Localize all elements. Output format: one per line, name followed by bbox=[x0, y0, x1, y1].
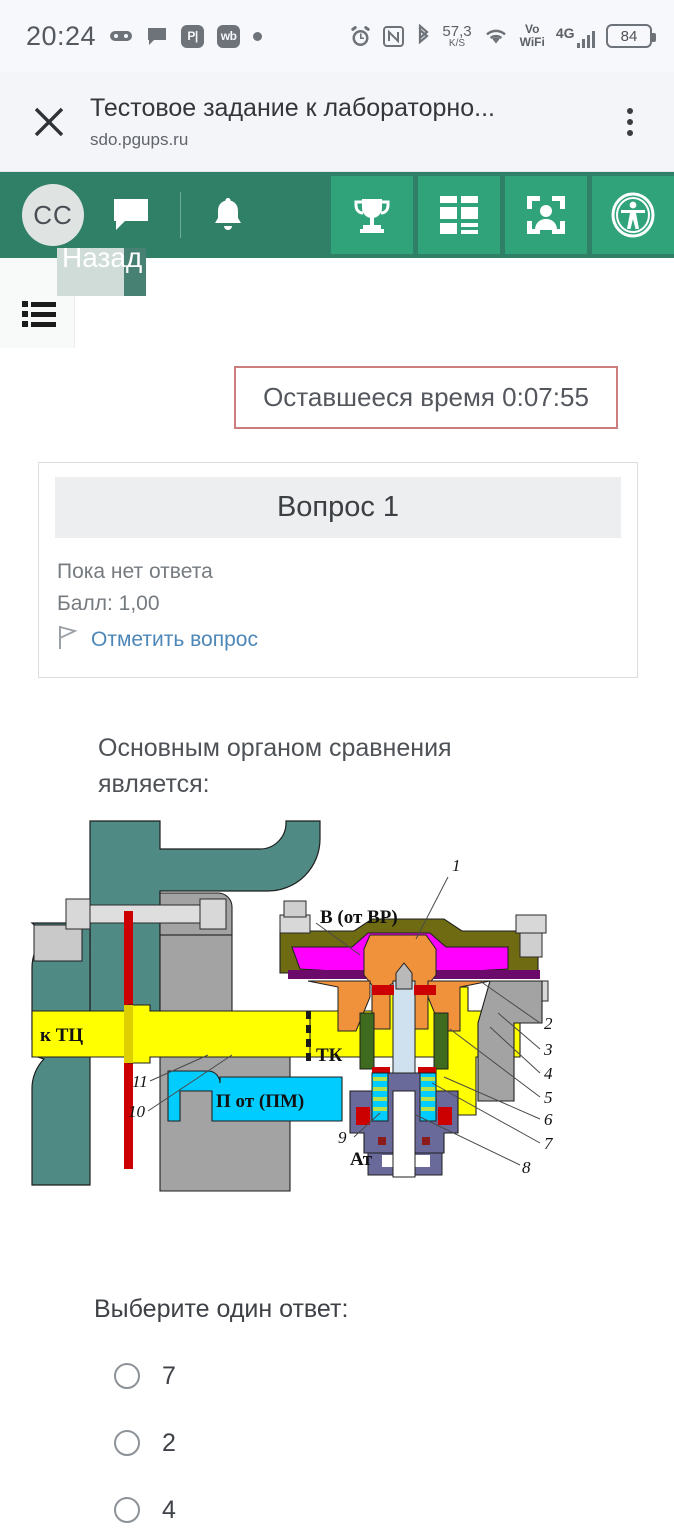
trophy-icon bbox=[354, 199, 390, 233]
network-speed-value: 57,3 bbox=[442, 22, 472, 40]
dashboard-button[interactable] bbox=[418, 176, 500, 254]
flag-question-row[interactable]: Отметить вопрос bbox=[57, 624, 619, 655]
bluetooth-icon bbox=[415, 24, 431, 48]
question-status: Пока нет ответа bbox=[57, 560, 213, 583]
svg-text:к ТЦ: к ТЦ bbox=[40, 1025, 83, 1046]
quiz-timer: Оставшееся время 0:07:55 bbox=[234, 366, 618, 429]
status-bar-right: 57,3 K/S Vo WiFi 4G 84 bbox=[349, 23, 656, 49]
figure-callout-6: 6 bbox=[544, 1110, 553, 1129]
question-score: Балл: 1,00 bbox=[57, 592, 160, 615]
app-wb-icon: wb bbox=[217, 24, 241, 48]
answer-option-1[interactable]: 7 bbox=[94, 1362, 654, 1391]
avatar[interactable]: СС bbox=[22, 184, 84, 246]
quiz-area: Оставшееся время 0:07:55 Вопрос 1 Пока н… bbox=[0, 366, 674, 1525]
nfc-icon bbox=[383, 25, 405, 47]
status-bar-left: 20:24 P| wb bbox=[26, 20, 263, 52]
vowifi-line2: WiFi bbox=[519, 35, 545, 49]
accessibility-button[interactable] bbox=[592, 176, 674, 254]
flag-question-link[interactable]: Отметить вопрос bbox=[91, 627, 258, 651]
figure-callout-10: 10 bbox=[128, 1102, 146, 1121]
wifi-icon bbox=[483, 26, 509, 46]
page-title: Тестовое задание к лабораторно... bbox=[90, 93, 495, 122]
signal-bars bbox=[576, 29, 595, 48]
back-strip: Назад bbox=[0, 242, 674, 348]
answer-option-3[interactable]: 4 bbox=[94, 1496, 654, 1525]
radio-button[interactable] bbox=[114, 1363, 140, 1389]
radio-button[interactable] bbox=[114, 1430, 140, 1456]
figure-callout-9: 9 bbox=[338, 1128, 347, 1147]
svg-text:ТК: ТК bbox=[316, 1045, 343, 1066]
answer-option-2[interactable]: 2 bbox=[94, 1429, 654, 1458]
network-type-label: 4G bbox=[555, 24, 575, 41]
close-icon[interactable] bbox=[24, 97, 74, 147]
page-url: sdo.pgups.ru bbox=[90, 130, 189, 150]
profile-frame-button[interactable] bbox=[505, 176, 587, 254]
browser-title-wrap: Тестовое задание к лабораторно... sdo.pg… bbox=[74, 93, 606, 150]
question-card: Вопрос 1 Пока нет ответа Балл: 1,00 Отме… bbox=[38, 462, 638, 678]
battery-level: 84 bbox=[620, 27, 638, 45]
question-header: Вопрос 1 bbox=[55, 477, 621, 538]
site-navbar: СС bbox=[0, 172, 674, 258]
vowifi-line1: Vo bbox=[524, 22, 540, 37]
back-button-bg-dark[interactable] bbox=[124, 248, 146, 296]
battery-icon: 84 bbox=[606, 24, 656, 48]
figure-callout-1: 1 bbox=[452, 856, 461, 875]
game-controller-icon bbox=[109, 28, 133, 44]
accessibility-icon bbox=[611, 192, 655, 238]
figure-callout-2: 2 bbox=[544, 1014, 553, 1033]
browser-header: Тестовое задание к лабораторно... sdo.pg… bbox=[0, 72, 674, 172]
alarm-icon bbox=[349, 25, 372, 48]
answer-option-label: 4 bbox=[162, 1495, 176, 1524]
trophy-button[interactable] bbox=[331, 176, 413, 254]
figure-callout-5: 5 bbox=[544, 1088, 553, 1107]
radio-button[interactable] bbox=[114, 1497, 140, 1523]
svg-text:П от (ПМ): П от (ПМ) bbox=[216, 1091, 304, 1112]
list-icon[interactable] bbox=[22, 300, 56, 335]
chat-bubble-icon bbox=[146, 26, 168, 46]
figure-label-at: Ат bbox=[350, 1149, 373, 1170]
kebab-menu-icon[interactable] bbox=[606, 97, 654, 147]
quiz-timer-text: Оставшееся время 0:07:55 bbox=[263, 382, 589, 412]
question-figure: к ТЦ ТК П от (ПМ) bbox=[20, 814, 654, 1255]
answers-section: Выберите один ответ: 7 2 4 bbox=[94, 1295, 654, 1525]
question-number: Вопрос 1 bbox=[276, 491, 400, 523]
messages-button[interactable] bbox=[100, 184, 162, 246]
dot-icon bbox=[253, 31, 263, 41]
app-p-icon: P| bbox=[181, 24, 205, 48]
status-bar: 20:24 P| wb 57,3 K/S Vo WiFi bbox=[0, 0, 674, 72]
flag-icon bbox=[57, 624, 79, 655]
back-button-bg-light[interactable] bbox=[57, 248, 124, 296]
status-bar-clock: 20:24 bbox=[26, 20, 97, 51]
back-button-label[interactable]: Назад bbox=[62, 242, 143, 273]
grid-icon bbox=[440, 196, 478, 234]
question-meta: Пока нет ответа Балл: 1,00 Отметить вопр… bbox=[39, 538, 637, 677]
figure-callout-11: 11 bbox=[132, 1072, 148, 1091]
person-frame-icon bbox=[527, 196, 565, 234]
figure-callout-8: 8 bbox=[522, 1158, 531, 1177]
answer-option-label: 7 bbox=[162, 1361, 176, 1390]
navbar-divider bbox=[180, 192, 181, 238]
figure-callout-7: 7 bbox=[544, 1134, 554, 1153]
notifications-button[interactable] bbox=[197, 184, 259, 246]
figure-label-vr: В (от ВР) bbox=[320, 907, 398, 928]
network-speed-unit: K/S bbox=[448, 37, 466, 49]
question-text: Основным органом сравнения является: bbox=[98, 734, 452, 799]
figure-callout-4: 4 bbox=[544, 1064, 553, 1083]
signal-bars-icon: 4G bbox=[556, 25, 595, 48]
answers-title: Выберите один ответ: bbox=[94, 1294, 349, 1323]
valve-cross-section-diagram: к ТЦ ТК П от (ПМ) bbox=[20, 814, 654, 1255]
answer-option-label: 2 bbox=[162, 1428, 176, 1457]
navbar-action-buttons bbox=[331, 172, 674, 258]
network-speed-indicator: 57,3 K/S bbox=[442, 24, 471, 49]
figure-callout-3: 3 bbox=[543, 1040, 553, 1059]
vowifi-indicator: Vo WiFi bbox=[520, 23, 545, 48]
